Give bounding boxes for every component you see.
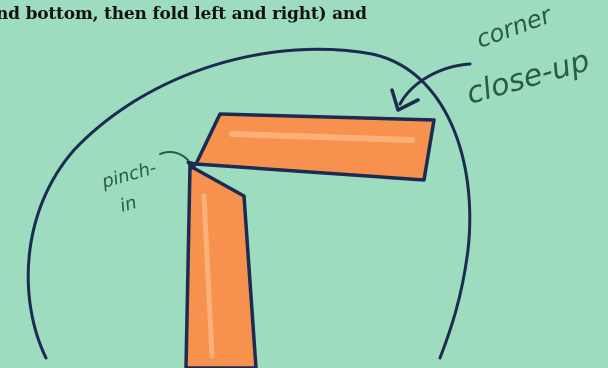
pinch-label-line2: in — [118, 192, 140, 217]
pinch-arrow — [160, 152, 188, 160]
corner-label-line1: corner — [472, 0, 556, 54]
corner-arrow-head — [392, 90, 418, 110]
pinch-label-line1: pinch- — [99, 157, 159, 193]
ribbon-left-arm — [186, 166, 256, 368]
ribbon-top-arm — [196, 114, 434, 180]
